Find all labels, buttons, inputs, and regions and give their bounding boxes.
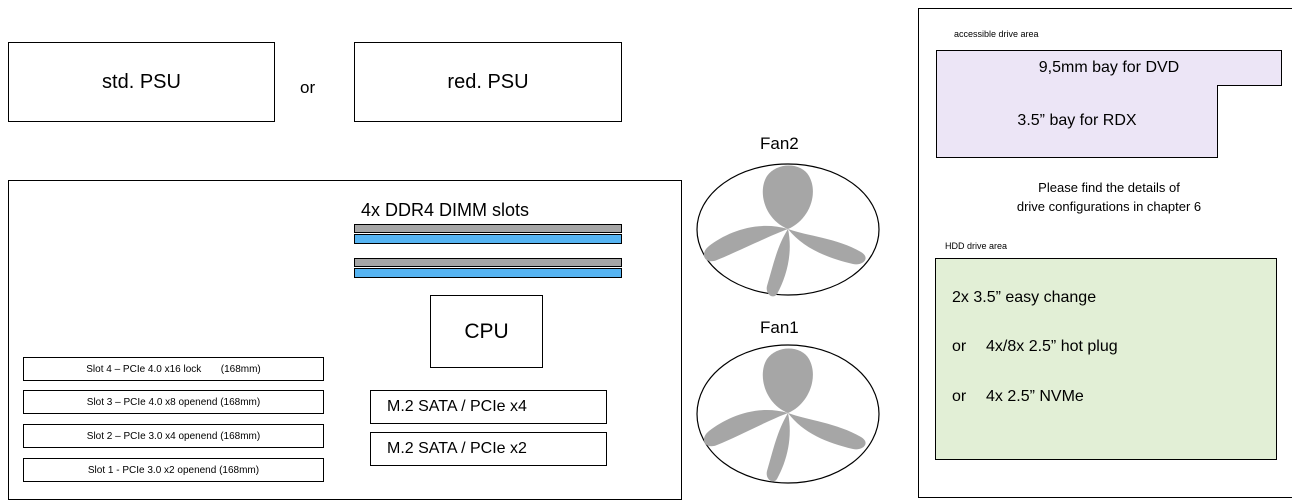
drive-config-note: Please find the details of drive configu… — [936, 178, 1282, 216]
dimm-slot-blue — [354, 234, 622, 244]
fan1-icon — [696, 344, 880, 484]
dimm-slot-gray — [354, 224, 622, 233]
cpu-box: CPU — [430, 295, 543, 368]
hdd-option-label: 4x 2.5” NVMe — [986, 388, 1084, 405]
fan2-icon — [696, 163, 880, 297]
hdd-option: or 4x 2.5” NVMe — [952, 388, 1084, 406]
accessible-drive-area-label: accessible drive area — [954, 29, 1039, 39]
pcie-slot-label: Slot 3 – PCIe 4.0 x8 openend (168mm) — [86, 396, 261, 408]
dimm-slots-label: 4x DDR4 DIMM slots — [361, 200, 530, 220]
dimm-slot-blue — [354, 268, 622, 278]
drive-note-line: Please find the details of — [1038, 180, 1180, 195]
hdd-drive-area-label: HDD drive area — [945, 241, 1008, 251]
m2-slot-label: M.2 SATA / PCIe x4 — [387, 398, 527, 415]
drive-note-line: drive configurations in chapter 6 — [1016, 199, 1202, 214]
rdx-bay: 3.5” bay for RDX — [936, 85, 1218, 158]
pcie-slot-4: Slot 4 – PCIe 4.0 x16 lock (168mm) — [23, 357, 324, 381]
pcie-slot-3: Slot 3 – PCIe 4.0 x8 openend (168mm) — [23, 390, 324, 414]
dimm-slot-gray — [354, 258, 622, 267]
fan1-label: Fan1 — [760, 318, 799, 337]
fan2-label: Fan2 — [760, 134, 799, 153]
m2-slot: M.2 SATA / PCIe x2 — [370, 432, 607, 466]
redundant-psu-box: red. PSU — [354, 42, 622, 122]
hdd-option-label: 2x 3.5” easy change — [952, 289, 1097, 306]
hdd-option-label: 4x/8x 2.5” hot plug — [986, 338, 1118, 355]
standard-psu-label: std. PSU — [102, 70, 181, 93]
rdx-bay-label: 3.5” bay for RDX — [1017, 112, 1137, 129]
hdd-or-label: or — [952, 388, 967, 405]
standard-psu-box: std. PSU — [8, 42, 275, 122]
hdd-option: or 4x/8x 2.5” hot plug — [952, 338, 1118, 356]
pcie-slot-1: Slot 1 - PCIe 3.0 x2 openend (168mm) — [23, 458, 324, 482]
pcie-slot-label: Slot 4 – PCIe 4.0 x16 lock (168mm) — [86, 363, 261, 375]
hdd-option: 2x 3.5” easy change — [952, 289, 1096, 307]
pcie-slot-label: Slot 1 - PCIe 3.0 x2 openend (168mm) — [87, 464, 260, 476]
hdd-drive-area — [935, 258, 1277, 460]
dvd-bay-label: 9,5mm bay for DVD — [1038, 59, 1180, 76]
m2-slot-label: M.2 SATA / PCIe x2 — [387, 440, 527, 457]
hdd-or-label: or — [952, 338, 967, 355]
cpu-label: CPU — [464, 319, 509, 343]
pcie-slot-label: Slot 2 – PCIe 3.0 x4 openend (168mm) — [86, 430, 261, 442]
psu-or-label: or — [300, 78, 316, 97]
pcie-slot-2: Slot 2 – PCIe 3.0 x4 openend (168mm) — [23, 424, 324, 448]
m2-slot: M.2 SATA / PCIe x4 — [370, 390, 607, 424]
redundant-psu-label: red. PSU — [447, 70, 529, 93]
dvd-bay: 9,5mm bay for DVD — [936, 50, 1282, 86]
